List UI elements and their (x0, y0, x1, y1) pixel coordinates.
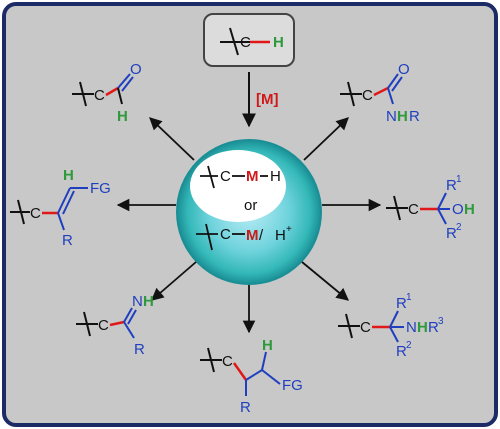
catalyst-label: [M] (256, 91, 279, 108)
substrate-carbon: C (240, 34, 251, 51)
amine-r2: R (396, 343, 407, 360)
alkene-carbon: C (30, 205, 41, 222)
aldehyde-carbon: C (94, 87, 105, 104)
substrate-hydrogen: H (273, 34, 284, 51)
sphere-top-metal: M (246, 168, 259, 185)
sphere-or: or (244, 197, 257, 214)
alkyl-r: R (240, 399, 251, 416)
aldehyde-oxygen: O (130, 61, 142, 78)
aldehyde-hydrogen: H (117, 108, 128, 125)
sphere-top-carbon: C (220, 168, 231, 185)
alkene-fg: FG (90, 180, 111, 197)
alcohol-r1-sup: 1 (456, 174, 462, 185)
catalyst-sphere: C M H or C M / H + (176, 139, 322, 285)
amine-r3: R (428, 319, 439, 336)
amine-r1: R (396, 295, 407, 312)
sphere-highlight (190, 150, 286, 222)
amine-r3-sup: 3 (438, 316, 444, 327)
product-amine: C R 1 N H R 3 R 2 (338, 292, 444, 360)
sphere-bottom-plus: + (286, 224, 292, 235)
amine-hydrogen: H (417, 319, 428, 336)
sphere-top-hydrogen: H (270, 168, 281, 185)
amine-r1-sup: 1 (406, 292, 412, 303)
alcohol-oxygen: O (452, 201, 464, 218)
sphere-bottom-hplus: H (275, 227, 286, 244)
amide-oxygen: O (398, 61, 410, 78)
product-alkyl: C H FG R (200, 337, 303, 416)
sphere-bottom-carbon: C (220, 226, 231, 243)
amide-nitrogen: N (386, 108, 397, 125)
amide-r: R (409, 108, 420, 125)
arrow-to-imine (151, 261, 197, 301)
amide-hydrogen: H (397, 108, 408, 125)
alkyl-fg: FG (282, 377, 303, 394)
alkene-r: R (62, 232, 73, 249)
sphere-bottom-metal: M (246, 227, 259, 244)
sphere-bottom-sep: / (259, 227, 264, 244)
arrow-to-aldehyde (149, 117, 195, 161)
alkyl-hydrogen: H (262, 337, 273, 354)
imine-nitrogen: N (132, 293, 143, 310)
substrate-box: C H (203, 13, 295, 67)
alcohol-carbon: C (408, 201, 419, 218)
alkene-hydrogen: H (63, 167, 74, 184)
alkyl-carbon: C (222, 353, 233, 370)
product-amide: C O N H R (340, 61, 420, 125)
product-alcohol: C R 1 O H R 2 (386, 174, 475, 242)
arrow-to-amide (303, 117, 349, 161)
amine-carbon: C (360, 319, 371, 336)
alcohol-r1: R (446, 177, 457, 194)
alcohol-r2-sup: 2 (456, 222, 462, 233)
amine-nitrogen: N (406, 319, 417, 336)
product-arrows (116, 117, 382, 334)
imine-hydrogen: H (143, 293, 154, 310)
imine-r: R (134, 341, 145, 358)
alcohol-r2: R (446, 225, 457, 242)
imine-carbon: C (98, 317, 109, 334)
product-imine: C N H R (76, 293, 154, 358)
alcohol-hydrogen: H (464, 201, 475, 218)
product-alkene: C H FG R (10, 167, 111, 249)
amine-r2-sup: 2 (406, 340, 412, 351)
amide-carbon: C (362, 87, 373, 104)
arrow-to-amine (301, 261, 349, 301)
product-aldehyde: C O H (72, 61, 142, 125)
